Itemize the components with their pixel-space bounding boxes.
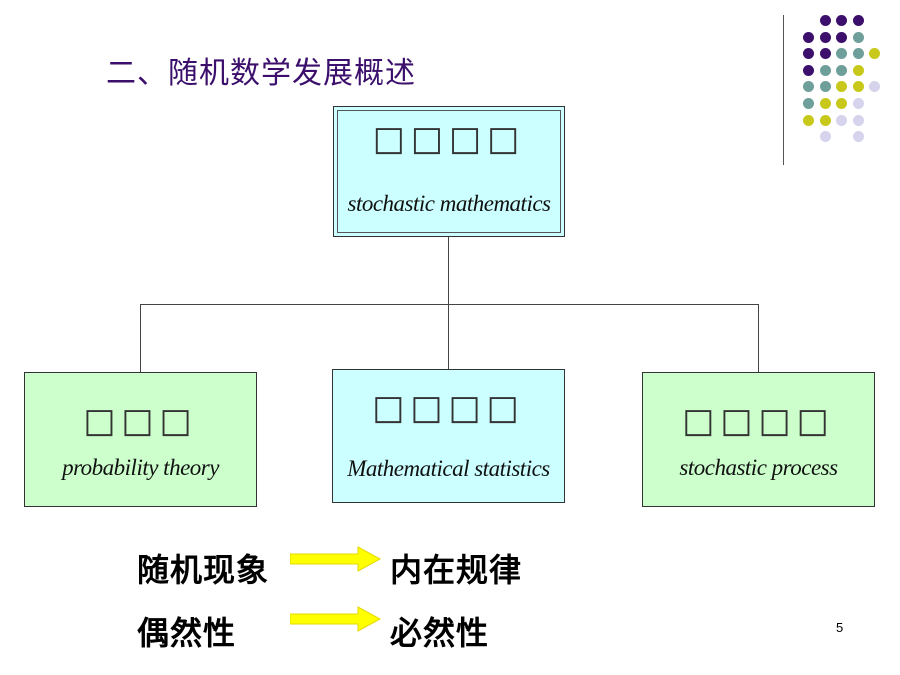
decorative-dot — [852, 81, 864, 93]
decorative-dot — [852, 114, 864, 126]
child-box-probability-theory: □□□ probability theory — [24, 372, 257, 507]
slide-title: 二、随机数学发展概述 — [106, 56, 416, 91]
decorative-dot — [836, 114, 848, 126]
root-box-glyphs: □□□□ — [372, 119, 526, 159]
decorative-dot — [803, 81, 814, 93]
right-arrow-icon — [290, 606, 382, 632]
decorative-dot — [852, 48, 864, 60]
decorative-dot — [819, 48, 831, 60]
connector-right-drop — [758, 304, 759, 372]
decorative-dot — [852, 98, 864, 109]
relation-from-1: 随机现象 — [137, 551, 270, 589]
child-box-glyphs: □□□□ — [372, 388, 525, 428]
child-box-glyphs: □□□ — [83, 401, 198, 441]
connector-left-drop — [140, 304, 141, 372]
child-box-english: stochastic process — [679, 455, 838, 480]
decorative-dot — [836, 31, 848, 43]
decorative-dot — [803, 98, 814, 109]
decorative-dot — [819, 98, 831, 109]
decorative-dot — [803, 48, 814, 60]
root-box-english: stochastic mathematics — [347, 191, 552, 216]
decorative-dot — [819, 131, 831, 143]
decorative-dot — [869, 48, 881, 60]
child-box-english: Mathematical statistics — [347, 456, 550, 481]
decorative-dot — [803, 31, 814, 43]
decorative-dot — [852, 131, 864, 143]
decorative-dot — [836, 98, 848, 109]
child-box-stochastic-process: □□□□ stochastic process — [642, 372, 875, 507]
decorative-dot — [819, 81, 831, 93]
decorative-dot — [803, 64, 814, 76]
child-box-glyphs: □□□□ — [682, 401, 835, 441]
decorative-dot — [836, 81, 848, 93]
child-box-mathematical-statistics: □□□□ Mathematical statistics — [332, 369, 565, 503]
decorative-dot — [852, 31, 864, 43]
right-arrow-icon — [290, 546, 382, 572]
connector-mid-drop — [448, 304, 449, 369]
decorative-dot — [803, 114, 814, 126]
decorative-dot — [819, 114, 831, 126]
decorative-dot — [869, 81, 881, 93]
connector-horizontal — [140, 304, 759, 305]
root-box-stochastic-mathematics: □□□□ stochastic mathematics — [333, 106, 565, 237]
connector-root-stem — [448, 237, 449, 305]
decorative-dot — [819, 31, 831, 43]
decorative-dot — [836, 64, 848, 76]
decorative-dot — [836, 48, 848, 60]
decorative-dot — [819, 64, 831, 76]
decorative-dot — [819, 15, 831, 26]
decorative-dot — [852, 15, 864, 26]
relation-to-2: 必然性 — [390, 614, 490, 652]
relation-to-1: 内在规律 — [390, 551, 523, 589]
child-box-english: probability theory — [62, 455, 219, 480]
decorative-dot — [836, 15, 848, 26]
decorative-dot — [852, 64, 864, 76]
relation-from-2: 偶然性 — [137, 614, 237, 652]
decorative-divider — [783, 15, 784, 165]
page-number: 5 — [836, 620, 844, 635]
